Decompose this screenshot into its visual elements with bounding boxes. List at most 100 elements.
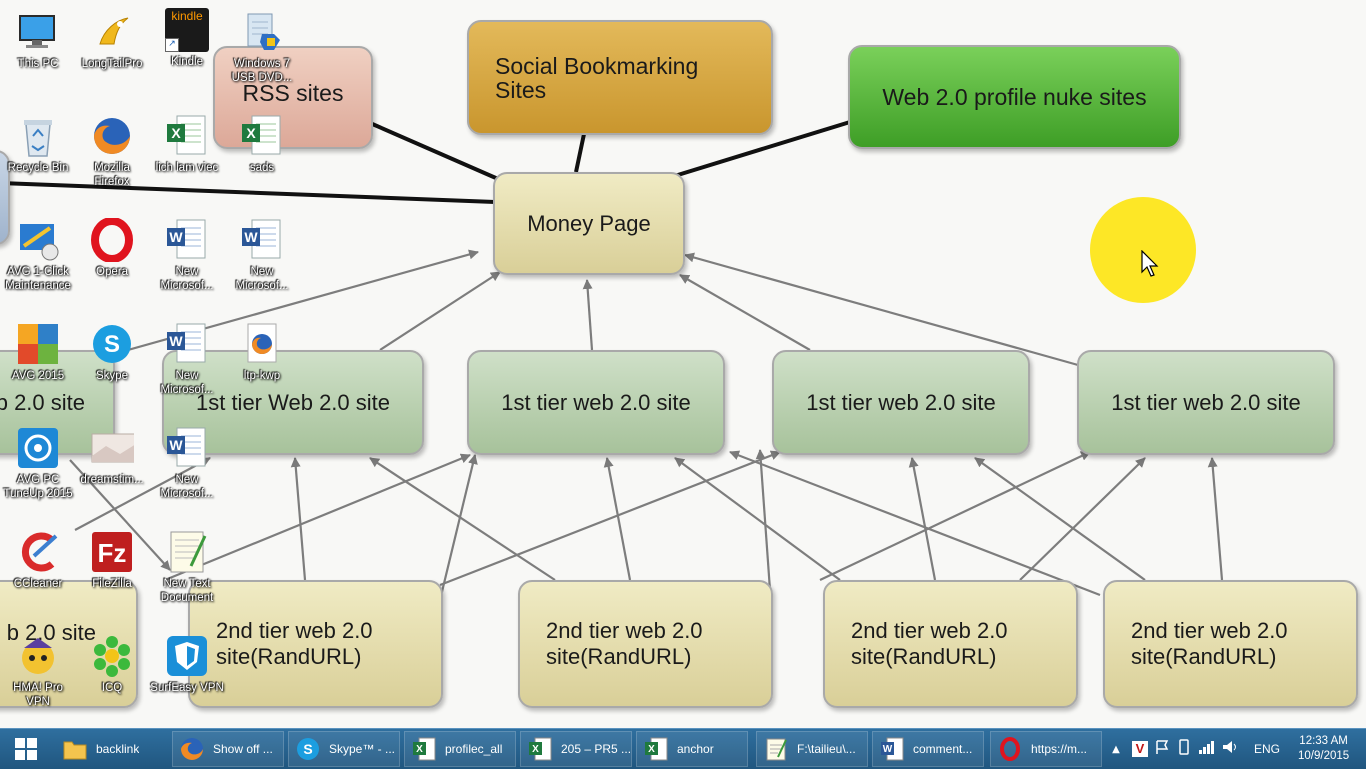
desktop-icon-longtailpro[interactable]: LongTailPro [75,10,149,71]
social-bookmarking-node: Social Bookmarking Sites [467,20,773,135]
taskbar-item-tailieu[interactable]: F:\tailieu\... [756,731,868,767]
desktop-icon-ltp-kwp[interactable]: ltp-kwp [225,322,299,383]
desktop-icon-label: Microsof... [160,384,214,396]
mouse-cursor-icon [1141,250,1159,277]
desktop-icon-skype[interactable]: S Skype [75,322,149,383]
tier1-label-2: 1st tier web 2.0 site [501,389,691,415]
desktop-icon-label: New [175,370,199,382]
money-page-label: Money Page [527,210,651,236]
network-signal-icon[interactable] [1198,739,1216,760]
desktop-icon-label: sads [249,162,275,174]
firefox-icon [179,736,205,762]
clock[interactable]: 12:33 AM 10/9/2015 [1298,734,1349,764]
taskbar-item-anchor[interactable]: X anchor [636,731,748,767]
desktop-icon-filezilla[interactable]: Fz FileZilla [75,530,149,591]
desktop-icon-sads[interactable]: X sads [225,114,299,175]
svg-text:X: X [246,125,256,141]
desktop-icon-label: AVG PC [16,474,60,486]
volume-icon[interactable] [1222,739,1240,760]
web20-nuke-node: Web 2.0 profile nuke sites [848,45,1181,149]
opera-icon [997,736,1023,762]
start-button[interactable] [4,731,48,767]
taskbar-item-label: Show off ... [213,742,273,756]
antivirus-tray-icon[interactable]: V [1132,741,1148,757]
rss-sites-label: RSS sites [242,80,344,106]
desktop-icon-label: USB DVD... [231,72,293,84]
word-file-icon: W [165,322,209,366]
money-page-node: Money Page [493,172,685,275]
avg-icon [16,322,60,366]
desktop-icon-lich-lam-viec[interactable]: X lich lam viec [150,114,224,175]
taskbar: backlink Show off ... S Skype™ - ... X p… [0,728,1366,769]
taskbar-item-205-pr5[interactable]: X 205 – PR5 ... [520,731,632,767]
desktop-icon-label: ICQ [101,682,123,694]
tier1-label-4: 1st tier web 2.0 site [1111,389,1301,415]
surfeasy-vpn-icon [165,634,209,678]
tier2-label-3-line1: 2nd tier web 2.0 [851,618,1008,643]
taskbar-item-backlink[interactable]: backlink [56,731,166,767]
tier1-node-1: 1st tier Web 2.0 site [162,350,424,455]
desktop-icon-ccleaner[interactable]: CCleaner [1,530,75,591]
show-hidden-icons-button[interactable]: ▲ [1112,743,1120,755]
desktop-icon-label: Windows 7 [233,58,291,70]
excel-icon: X [643,736,669,762]
taskbar-item-comment[interactable]: W comment... [872,731,984,767]
desktop-icon-label: Firefox [94,176,130,188]
desktop-icon-label: Microsof... [160,488,214,500]
taskbar-item-skype[interactable]: S Skype™ - ... [288,731,400,767]
taskbar-item-label: comment... [913,742,973,756]
clock-time: 12:33 AM [1299,735,1348,747]
taskbar-item-opera[interactable]: https://m... [990,731,1102,767]
desktop-icon-opera[interactable]: Opera [75,218,149,279]
desktop-icon-windows-usb-dvd[interactable]: Windows 7 USB DVD... [225,10,299,85]
desktop-icon-surfeasy-vpn[interactable]: SurfEasy VPN [150,634,224,695]
tier1-label-3: 1st tier web 2.0 site [806,389,996,415]
desktop-icon-label: New [175,266,199,278]
input-language-indicator[interactable]: ENG [1254,742,1281,756]
taskbar-item-profilec-all[interactable]: X profilec_all [404,731,516,767]
device-tray-icon[interactable] [1176,738,1192,760]
computer-icon [16,10,60,54]
desktop-icon-avg-2015[interactable]: AVG 2015 [1,322,75,383]
desktop-icon-label: New [250,266,274,278]
desktop-icon-kindle[interactable]: kindle ↗ Kindle [150,8,224,69]
windows-logo-icon [15,738,37,760]
desktop-icon-icq[interactable]: ICQ [75,634,149,695]
rss-sites-node: RSS sites [213,46,373,149]
desktop-icon-this-pc[interactable]: This PC [1,10,75,71]
tier1-label-1: 1st tier Web 2.0 site [195,389,390,415]
web20-nuke-label: Web 2.0 profile nuke sites [882,83,1147,110]
desktop-icon-label: Microsof... [160,280,214,292]
tier2-arrows [69,449,1224,601]
taskbar-item-label: anchor [677,742,714,756]
taskbar-item-label: https://m... [1031,742,1088,756]
desktop-icon-recycle-bin[interactable]: Recycle Bin [1,114,75,175]
avg-maintenance-icon [16,218,60,262]
action-center-flag-icon[interactable] [1154,739,1170,760]
desktop-icon-label: CCleaner [13,578,63,590]
skype-icon: S [90,322,134,366]
svg-text:X: X [532,744,539,755]
icq-icon [90,634,134,678]
excel-icon: X [411,736,437,762]
desktop-icon-dreamstime[interactable]: dreamstim... [75,426,149,487]
svg-text:X: X [416,744,423,755]
firefox-icon [90,114,134,158]
tier2-label-1-line2: site(RandURL) [216,644,362,669]
social-bookmarking-label-line2: Sites [495,77,547,103]
filezilla-icon: Fz [90,530,134,574]
taskbar-item-firefox[interactable]: Show off ... [172,731,284,767]
desktop-icon-label: Kindle [171,56,203,68]
